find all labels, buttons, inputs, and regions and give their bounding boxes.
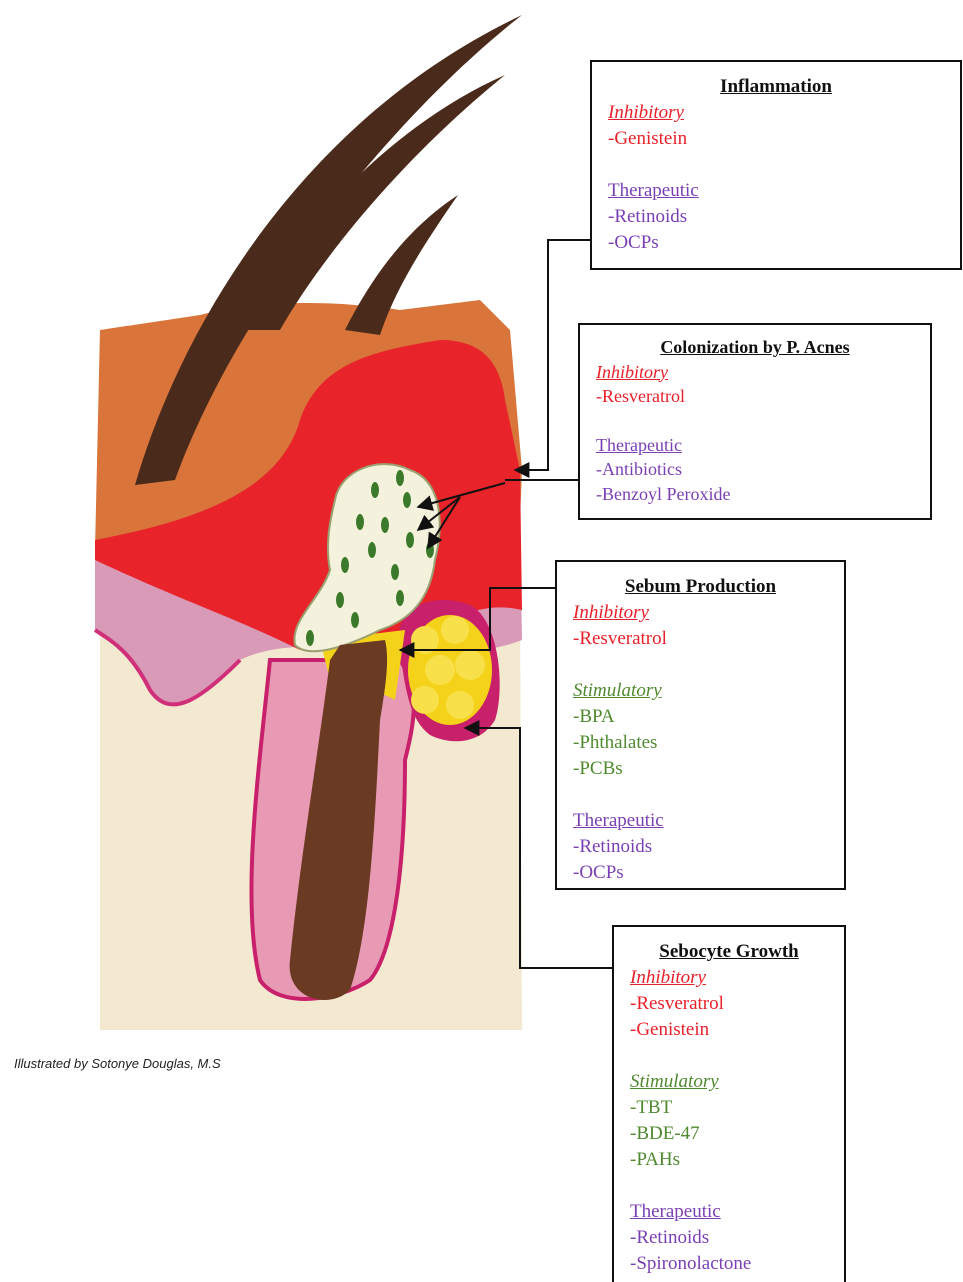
- illustration-credit: Illustrated by Sotonye Douglas, M.S: [14, 1056, 221, 1071]
- sebocyte-therapeutic-label: Therapeutic: [630, 1199, 828, 1225]
- sebocyte-stimulatory-item: -BDE-47: [630, 1121, 828, 1147]
- inflammation-inhibitory-item: -Genistein: [608, 126, 944, 152]
- sebum-therapeutic-item: -Retinoids: [573, 834, 828, 860]
- sebocyte-inhibitory-item: -Resveratrol: [630, 991, 828, 1017]
- sebocyte-title: Sebocyte Growth: [630, 939, 828, 965]
- colonization-therapeutic-label: Therapeutic: [596, 433, 914, 458]
- colonization-therapeutic-item: -Benzoyl Peroxide: [596, 482, 914, 507]
- sebum-stimulatory-item: -PCBs: [573, 756, 828, 782]
- sebocyte-stimulatory-item: -PAHs: [630, 1147, 828, 1173]
- colonization-box: Colonization by P. Acnes Inhibitory -Res…: [578, 323, 932, 520]
- sebum-production-box: Sebum Production Inhibitory -Resveratrol…: [555, 560, 846, 890]
- inflammation-therapeutic-item: -Retinoids: [608, 204, 944, 230]
- sebum-title: Sebum Production: [573, 574, 828, 600]
- sebum-inhibitory-label: Inhibitory: [573, 600, 828, 626]
- colonization-inhibitory-item: -Resveratrol: [596, 384, 914, 409]
- inflammation-title: Inflammation: [608, 74, 944, 100]
- colonization-title: Colonization by P. Acnes: [596, 335, 914, 360]
- inflammation-box: Inflammation Inhibitory -Genistein Thera…: [590, 60, 962, 270]
- colonization-therapeutic-item: -Antibiotics: [596, 457, 914, 482]
- colonization-inhibitory-label: Inhibitory: [596, 360, 914, 385]
- sebocyte-stimulatory-label: Stimulatory: [630, 1069, 828, 1095]
- sebum-inhibitory-item: -Resveratrol: [573, 626, 828, 652]
- sebum-therapeutic-item: -OCPs: [573, 860, 828, 886]
- sebocyte-therapeutic-item: -Retinoids: [630, 1225, 828, 1251]
- sebum-stimulatory-item: -BPA: [573, 704, 828, 730]
- sebocyte-growth-box: Sebocyte Growth Inhibitory -Resveratrol …: [612, 925, 846, 1282]
- sebocyte-inhibitory-item: -Genistein: [630, 1017, 828, 1043]
- sebocyte-inhibitory-label: Inhibitory: [630, 965, 828, 991]
- sebum-stimulatory-label: Stimulatory: [573, 678, 828, 704]
- sebum-stimulatory-item: -Phthalates: [573, 730, 828, 756]
- inflammation-therapeutic-item: -OCPs: [608, 230, 944, 256]
- inflammation-inhibitory-label: Inhibitory: [608, 100, 944, 126]
- sebum-therapeutic-label: Therapeutic: [573, 808, 828, 834]
- sebocyte-stimulatory-item: -TBT: [630, 1095, 828, 1121]
- sebocyte-therapeutic-item: -Spironolactone: [630, 1251, 828, 1277]
- inflammation-therapeutic-label: Therapeutic: [608, 178, 944, 204]
